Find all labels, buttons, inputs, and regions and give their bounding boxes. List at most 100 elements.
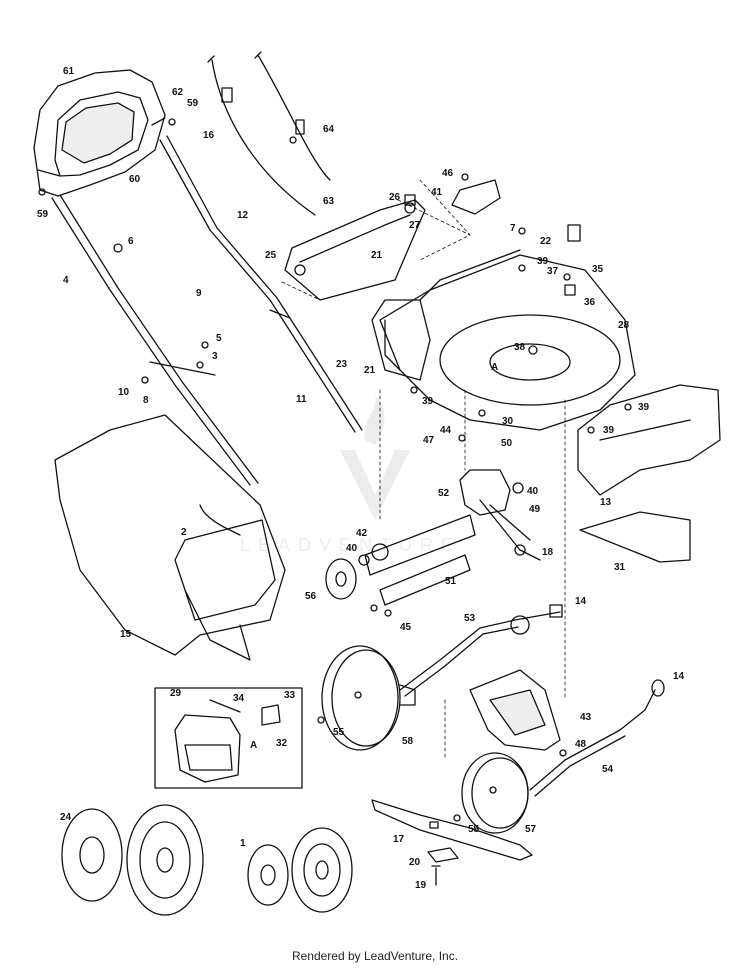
callout: 29	[170, 688, 182, 699]
callout: 51	[445, 576, 457, 587]
callout: 38	[514, 342, 526, 353]
front-axle	[529, 679, 665, 797]
callout: 20	[409, 857, 421, 868]
blade-bolt	[431, 865, 441, 886]
callout: 22	[540, 236, 552, 247]
callout: 25	[265, 250, 277, 261]
callout: 5	[216, 333, 222, 344]
mower-deck	[379, 249, 636, 431]
transmission	[364, 469, 541, 606]
callout: 13	[600, 497, 612, 508]
rear-baffle	[469, 669, 561, 751]
callout: 17	[393, 834, 405, 845]
callout: 21	[371, 250, 383, 261]
callout: 43	[580, 712, 592, 723]
callout: 39	[638, 402, 650, 413]
callout: A	[250, 740, 257, 751]
callout: 16	[203, 130, 215, 141]
callout: 34	[233, 693, 245, 704]
callout: 4	[63, 275, 69, 286]
callout: 36	[584, 297, 596, 308]
cover-41	[451, 179, 501, 215]
callout: 1	[240, 838, 246, 849]
callout: A	[491, 362, 498, 373]
callout: 50	[501, 438, 513, 449]
callout: 55	[333, 727, 345, 738]
callout: 31	[614, 562, 626, 573]
callout: 44	[440, 425, 452, 436]
blade	[371, 799, 533, 861]
rear-wheel	[321, 645, 416, 751]
callout: 40	[527, 486, 539, 497]
callout: 33	[284, 690, 296, 701]
callout: 39	[603, 425, 615, 436]
callout: 8	[143, 395, 149, 406]
callout: 54	[602, 764, 614, 775]
callout: 61	[63, 66, 75, 77]
watermark-logo	[340, 395, 410, 520]
callout: 14	[673, 671, 685, 682]
callout: 42	[356, 528, 368, 539]
footer-credit: Rendered by LeadVenture, Inc.	[291, 949, 459, 963]
callout: 26	[389, 192, 401, 203]
callout: 35	[592, 264, 604, 275]
callout: 15	[120, 629, 132, 640]
handle-bracket-cover	[284, 199, 426, 301]
mulch-plug-inset	[154, 687, 303, 789]
callout: 41	[431, 187, 443, 198]
callout: 62	[172, 87, 184, 98]
callout-labels: 61 62 59 16 60 59 12 6 4 9 5 3 10 8 11 6…	[37, 66, 685, 891]
callout: 28	[618, 320, 630, 331]
callout: 45	[400, 622, 412, 633]
hardware	[38, 118, 632, 822]
callout: 39	[537, 256, 549, 267]
callout: 48	[575, 739, 587, 750]
upper-handle-console	[33, 69, 166, 197]
callout: 63	[323, 196, 335, 207]
guide-lines	[281, 179, 566, 761]
callout: 59	[37, 209, 49, 220]
callout: 52	[438, 488, 450, 499]
callout: 60	[129, 174, 141, 185]
callout: 58	[402, 736, 414, 747]
wheel-cover	[325, 558, 357, 600]
grass-bag	[54, 414, 286, 661]
callout: 3	[212, 351, 218, 362]
callout: 11	[296, 394, 307, 405]
callout: 19	[415, 880, 427, 891]
callout: 55	[468, 824, 480, 835]
callout: 7	[510, 223, 516, 234]
callout: 59	[187, 98, 199, 109]
callout: 24	[60, 812, 72, 823]
callout: 64	[323, 124, 335, 135]
callout: 21	[364, 365, 376, 376]
callout: 40	[346, 543, 358, 554]
callout: 47	[423, 435, 435, 446]
front-wheel	[461, 752, 529, 834]
callout: 23	[336, 359, 348, 370]
callout: 6	[128, 236, 134, 247]
side-discharge-chute	[577, 384, 721, 496]
callout: 56	[305, 591, 317, 602]
callout: 46	[442, 168, 454, 179]
callout: 12	[237, 210, 249, 221]
control-cables	[207, 51, 331, 216]
wheel-set	[61, 804, 353, 916]
callout: 10	[118, 387, 130, 398]
callout: 49	[529, 504, 541, 515]
callout: 53	[464, 613, 476, 624]
callout: 27	[409, 220, 421, 231]
callout: 57	[525, 824, 537, 835]
side-panel	[371, 299, 431, 381]
callout: 14	[575, 596, 587, 607]
callout: 30	[502, 416, 514, 427]
watermark-text: LEADVENTURE	[240, 535, 462, 555]
callout: 18	[542, 547, 554, 558]
blade-adapter	[427, 847, 459, 863]
callout: 32	[276, 738, 288, 749]
discharge-door	[579, 511, 691, 563]
lower-handle	[51, 135, 363, 486]
drive-shaft	[399, 604, 563, 697]
